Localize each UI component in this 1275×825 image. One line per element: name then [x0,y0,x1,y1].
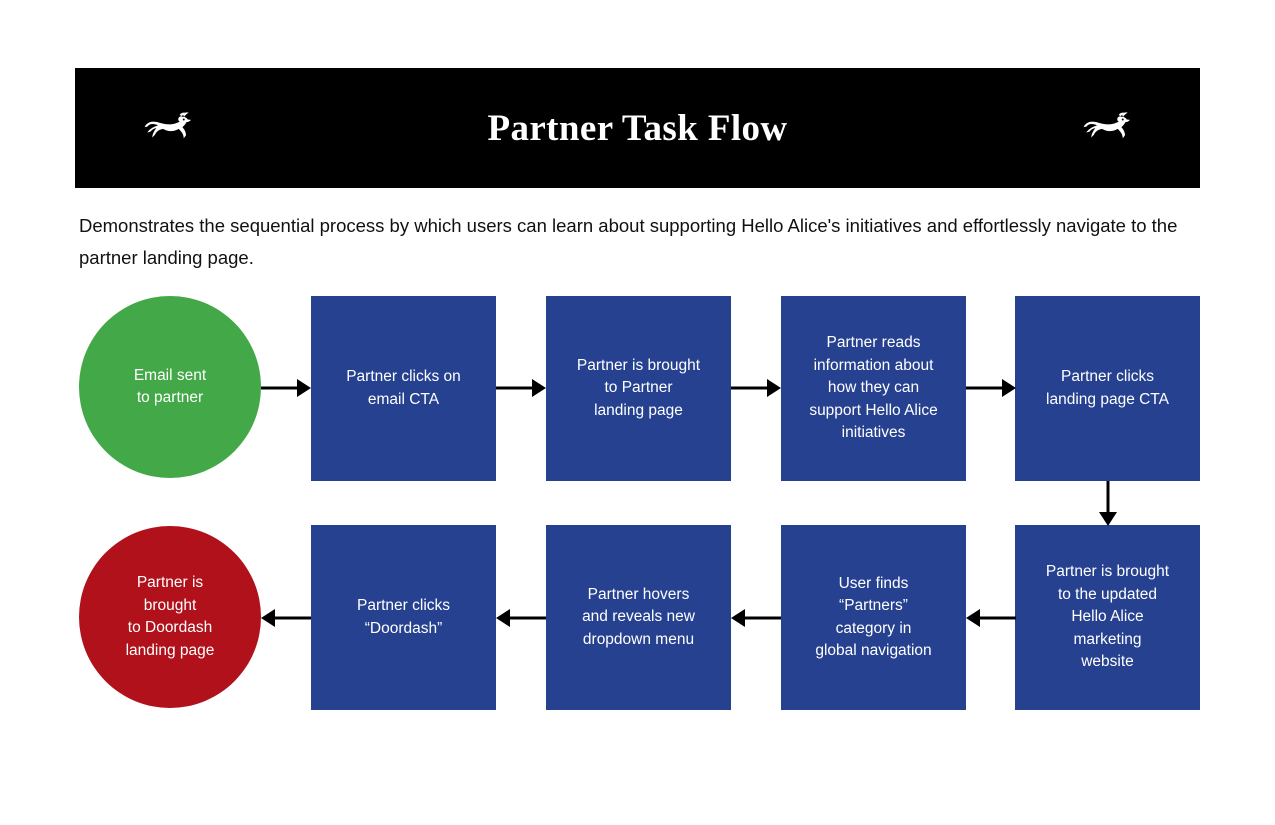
flow-description: Demonstrates the sequential process by w… [79,215,1178,268]
flow-arrow-n7-n8 [731,606,781,630]
flow-arrow-n5-n6 [1096,481,1120,526]
flow-node-partner-landing-page[interactable]: Partner is brought to Partner landing pa… [546,296,731,481]
flow-arrow-n9-n10 [261,606,311,630]
flow-node-doordash-landing-page[interactable]: Partner is brought to Doordash landing p… [79,526,261,708]
flow-node-partner-hovers-dropdown[interactable]: Partner hovers and reveals new dropdown … [546,525,731,710]
running-rabbit-icon [144,112,191,139]
flow-arrow-n3-n4 [731,376,781,400]
running-rabbit-logo-right [1080,111,1134,145]
flow-arrow-n1-n2 [261,376,311,400]
header-banner: Partner Task Flow [75,68,1200,188]
flow-node-user-finds-partners-category[interactable]: User finds “Partners” category in global… [781,525,966,710]
running-rabbit-icon [1083,112,1130,139]
flow-arrow-n2-n3 [496,376,546,400]
flow-node-partner-clicks-landing-cta[interactable]: Partner clicks landing page CTA [1015,296,1200,481]
flow-arrow-n8-n9 [496,606,546,630]
flow-arrow-n4-n5 [966,376,1016,400]
flow-node-partner-clicks-doordash[interactable]: Partner clicks “Doordash” [311,525,496,710]
flow-node-email-sent[interactable]: Email sent to partner [79,296,261,478]
flow-node-updated-marketing-website[interactable]: Partner is brought to the updated Hello … [1015,525,1200,710]
flow-node-partner-clicks-email-cta[interactable]: Partner clicks on email CTA [311,296,496,481]
page-title: Partner Task Flow [487,107,788,149]
flow-node-partner-reads-info[interactable]: Partner reads information about how they… [781,296,966,481]
running-rabbit-logo-left [141,111,195,145]
flow-arrow-n6-n7 [966,606,1016,630]
